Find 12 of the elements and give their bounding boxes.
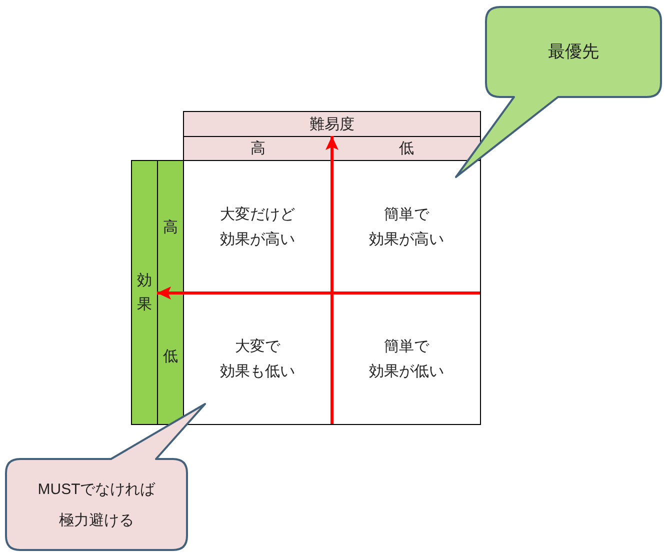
arrow: [157, 286, 480, 300]
callout-text: 最優先: [548, 41, 599, 63]
quadrant-text: 大変だけど効果が高い: [220, 204, 295, 250]
level-cell: 高: [183, 136, 333, 161]
axis-band: 効果: [131, 160, 158, 425]
quadrant-text: 簡単で効果が高い: [369, 204, 444, 250]
callout-text: MUSTでなければ極力避ける: [38, 480, 156, 530]
arrow: [326, 136, 338, 424]
quadrant-text: 大変で効果も低い: [220, 336, 295, 382]
header-cell: 難易度: [183, 111, 481, 137]
quadrant-text: 簡単で効果が低い: [369, 336, 444, 382]
level-cell: 高: [157, 160, 184, 294]
